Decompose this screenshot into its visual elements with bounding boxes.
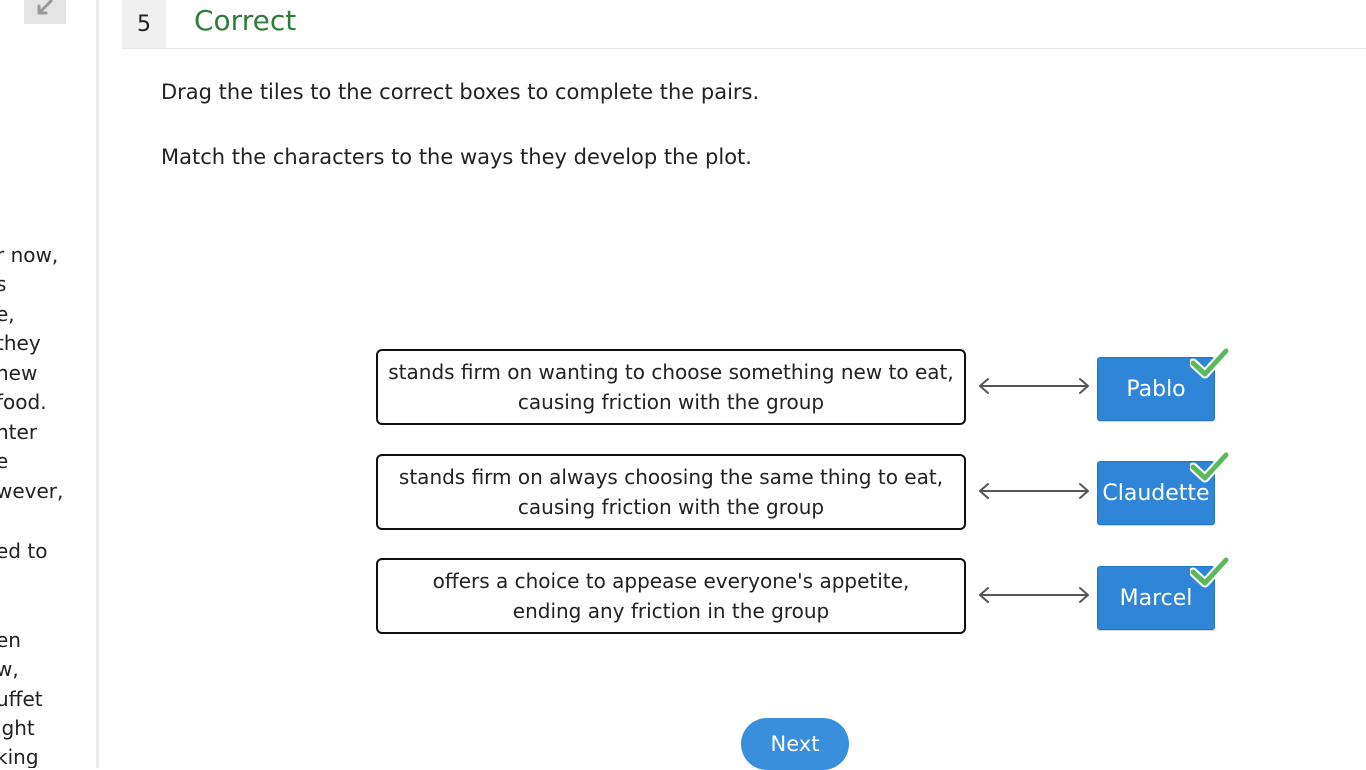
collapse-panel-button[interactable] [24,0,66,24]
definition-line: stands firm on always choosing the same … [398,465,944,489]
definition-line: stands firm on wanting to choose somethi… [388,360,954,384]
passage-line: food. [0,390,47,414]
passage-panel: r now, s e, they new food. nter e wever,… [0,0,96,768]
passage-line: r now, [0,243,59,267]
collapse-arrow-icon [37,0,53,15]
definition-box: offers a choice to appease everyone's ap… [376,558,966,634]
passage-line: ed to [0,539,48,563]
instruction-text: Match the characters to the ways they de… [161,145,752,169]
definition-line: ending any friction in the group [512,599,830,623]
passage-line: they [0,331,41,355]
definition-line: causing friction with the group [517,495,825,519]
definition-box: stands firm on always choosing the same … [376,454,966,530]
passage-line: ight [0,716,35,740]
passage-line: nter [0,420,38,444]
panel-divider [96,0,99,768]
passage-line: wever, [0,479,64,503]
passage-line: s [0,272,7,296]
next-button[interactable]: Next [741,718,849,770]
checkmark-icon [1190,347,1230,379]
checkmark-icon [1190,451,1230,483]
passage-line: uffet [0,687,43,711]
passage-line: e, [0,302,15,326]
checkmark-icon [1190,556,1230,588]
question-status: Correct [194,4,297,37]
passage-line: en [0,628,21,652]
double-arrow-icon [979,378,1089,394]
passage-line: e [0,449,9,473]
question-header: 5 Correct [122,0,1366,49]
definition-box: stands firm on wanting to choose somethi… [376,349,966,425]
definition-line: offers a choice to appease everyone's ap… [432,569,910,593]
instruction-text: Drag the tiles to the correct boxes to c… [161,80,760,104]
passage-line: king [0,745,39,768]
double-arrow-icon [979,483,1089,499]
double-arrow-icon [979,587,1089,603]
passage-line: new [0,361,38,385]
passage-line: w, [0,657,19,681]
definition-line: causing friction with the group [517,390,825,414]
question-number: 5 [122,0,166,48]
